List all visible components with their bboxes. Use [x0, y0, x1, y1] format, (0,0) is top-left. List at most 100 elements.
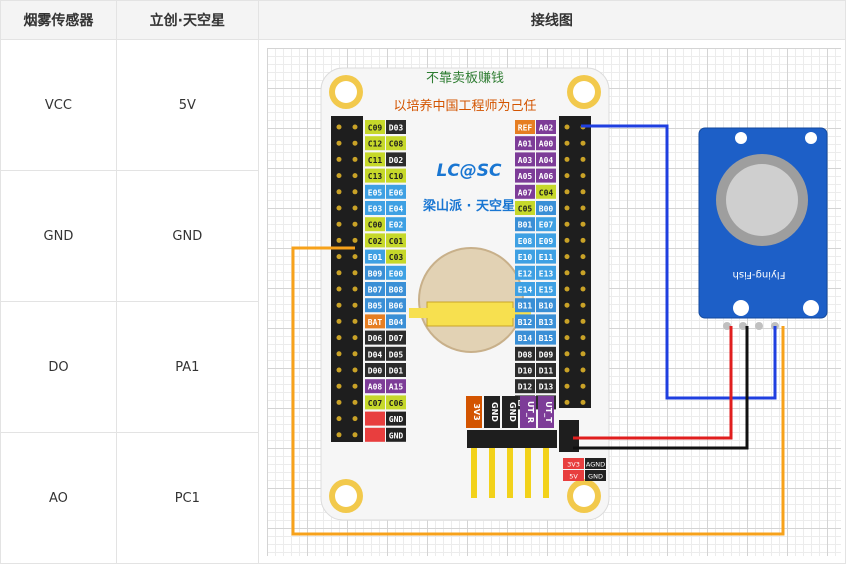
pin-label: D10: [514, 363, 535, 377]
right-header-strip: [558, 116, 591, 408]
svg-text:D07: D07: [388, 334, 403, 343]
svg-text:C07: C07: [367, 399, 382, 408]
svg-text:C10: C10: [388, 172, 403, 181]
header-pin: [564, 156, 570, 162]
pin-label: E00: [385, 265, 406, 280]
wiring-diagram: 不靠卖板赚钱 以培养中国工程师为己任 LC@SC 梁山派 · 天空星: [291, 67, 828, 536]
svg-text:3V3: 3V3: [567, 461, 580, 469]
pin-label: C09: [364, 120, 385, 134]
svg-text:D04: D04: [367, 350, 382, 359]
pin-label: C08: [385, 136, 406, 151]
svg-text:D13: D13: [538, 383, 553, 392]
header-pin: [336, 367, 342, 373]
svg-text:UT_T: UT_T: [544, 401, 553, 423]
svg-text:D09: D09: [538, 350, 553, 359]
svg-text:D03: D03: [388, 124, 403, 133]
svg-text:E13: E13: [538, 269, 553, 278]
pin-label: C12: [364, 136, 385, 151]
svg-text:E03: E03: [367, 205, 382, 214]
pin-label: A15: [385, 379, 406, 394]
bottom-pin-label: GND: [483, 396, 500, 428]
header-pin: [336, 335, 342, 341]
pin-label: B15: [535, 330, 556, 345]
svg-text:AGND: AGND: [586, 461, 605, 469]
mounting-hole-icon: [328, 75, 363, 109]
pin-label: C11: [364, 152, 385, 167]
pin-label: E01: [364, 249, 385, 264]
header-pin: [580, 221, 586, 227]
svg-text:B05: B05: [367, 302, 382, 311]
pin-label: B10: [535, 298, 556, 313]
pin-label: C05: [514, 201, 535, 215]
mcu-pin-cell: PA1: [115, 301, 259, 433]
header-pin: [336, 351, 342, 357]
header-pin: [352, 367, 358, 373]
pin-label: D11: [535, 363, 556, 377]
power-pin-label: 5V: [562, 470, 584, 481]
header-pin: [352, 270, 358, 276]
svg-text:C08: C08: [388, 140, 403, 149]
header-pin: [352, 237, 358, 243]
header-pin: [352, 140, 358, 146]
header-pin: [564, 383, 570, 389]
pin-label: E08: [514, 233, 535, 248]
svg-text:GND: GND: [388, 415, 403, 424]
pin-label: E10: [514, 249, 535, 264]
svg-text:B13: B13: [538, 318, 553, 327]
header-pin: [336, 318, 342, 324]
pin-label: D01: [385, 363, 406, 377]
pin-label: B11: [514, 298, 535, 313]
svg-text:D12: D12: [517, 383, 532, 392]
pin-label: D08: [514, 346, 535, 361]
board-slogan-line1: 不靠卖板赚钱: [426, 70, 504, 86]
header-pin: [336, 254, 342, 260]
svg-text:D11: D11: [538, 367, 553, 376]
pin-label: B12: [514, 314, 535, 329]
svg-text:E05: E05: [367, 188, 382, 197]
sensor-pin-cell: VCC: [0, 39, 117, 171]
pin-label: D04: [364, 346, 385, 361]
header-mcu: 立创·天空星: [115, 0, 259, 40]
mounting-hole-icon: [328, 479, 363, 513]
power-pin-label: 3V3: [562, 458, 584, 469]
svg-text:B04: B04: [388, 318, 403, 327]
header-pin: [580, 335, 586, 341]
pin-label: B13: [535, 314, 556, 329]
header-pin: [580, 318, 586, 324]
svg-text:C11: C11: [367, 156, 382, 165]
sensor-pin-cell: DO: [0, 301, 117, 433]
board-name: 梁山派 · 天空星: [422, 198, 515, 214]
pin-label: [364, 411, 385, 426]
header-pin: [352, 189, 358, 195]
pin-label: E15: [535, 282, 556, 296]
header-pin: [336, 383, 342, 389]
table-row: DO PA1: [0, 301, 846, 433]
pin-label: B01: [514, 217, 535, 232]
svg-text:D01: D01: [388, 367, 403, 376]
left-header-strip: [330, 116, 363, 442]
header-pin: [580, 399, 586, 405]
header-smoke-sensor: 烟雾传感器: [0, 0, 117, 40]
svg-text:A06: A06: [538, 172, 553, 181]
table-row: AO PC1: [0, 432, 846, 564]
vcc-wire: [572, 326, 733, 440]
header-pin: [336, 221, 342, 227]
header-pin: [336, 237, 342, 243]
header-pin: [336, 205, 342, 211]
header-pin: [352, 124, 358, 130]
svg-text:GND: GND: [588, 473, 603, 481]
pin-label: B09: [364, 265, 385, 280]
sensor-pin-cell: AO: [0, 432, 117, 564]
svg-text:C05: C05: [517, 205, 532, 214]
header-pin: [580, 205, 586, 211]
svg-text:B12: B12: [517, 318, 532, 327]
header-pin: [564, 286, 570, 292]
bottom-pin-label: UT_T: [537, 396, 554, 428]
pin-label: B14: [514, 330, 535, 345]
pin-label: E07: [535, 217, 556, 232]
pin-label: C10: [385, 168, 406, 183]
svg-text:E14: E14: [517, 286, 532, 295]
power-pin-label: AGND: [584, 458, 606, 469]
pin-label: E03: [364, 201, 385, 215]
pin-label: E11: [535, 249, 556, 264]
